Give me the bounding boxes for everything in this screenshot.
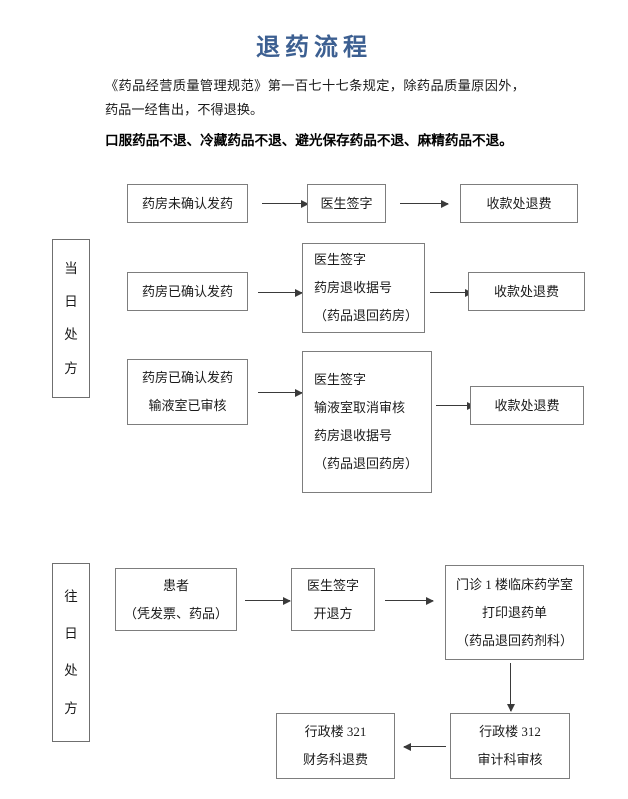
section-label-char: 日 <box>64 294 78 310</box>
section-label-char: 方 <box>64 360 78 376</box>
node-line: 输液室取消审核 <box>314 400 406 415</box>
flow-node-clinical-pharmacy-office[interactable]: 门诊 1 楼临床药学室 打印退药单 （药品退回药剂科） <box>445 565 584 660</box>
node-line: 医生签字 <box>306 577 359 593</box>
node-line: 财务科退费 <box>302 752 368 767</box>
section-label-char: 日 <box>64 626 78 642</box>
section-label-char: 处 <box>64 663 78 679</box>
node-line: （药品退回药房） <box>314 308 419 323</box>
flow-node-patient-with-invoice[interactable]: 患者 （凭发票、药品） <box>115 568 237 631</box>
arrow-right <box>430 288 473 297</box>
node-line: 打印退药单 <box>481 604 547 620</box>
arrow-down <box>506 663 515 712</box>
notice-text: 口服药品不退、冷藏药品不退、避光保存药品不退、麻精药品不退。 <box>105 133 513 148</box>
node-line: 审计科审核 <box>477 752 543 767</box>
node-line: 行政楼 312 <box>479 724 541 739</box>
node-line: 医生签字 <box>314 372 367 387</box>
flow-node-cashier-refund-2[interactable]: 收款处退费 <box>468 272 585 311</box>
section-label-char: 处 <box>64 327 78 343</box>
arrow-right <box>245 596 291 605</box>
arrow-right <box>400 199 449 208</box>
node-line: 收款处退费 <box>486 195 552 211</box>
flow-node-doctor-signature-1[interactable]: 医生签字 <box>307 184 386 223</box>
page-title: 退药流程 <box>256 33 372 61</box>
node-line: 开退方 <box>313 605 353 621</box>
flow-node-pharmacy-not-confirmed[interactable]: 药房未确认发药 <box>127 184 248 223</box>
node-line: 医生签字 <box>314 252 367 267</box>
node-line: 收款处退费 <box>493 283 559 299</box>
node-line: 门诊 1 楼临床药学室 <box>455 576 573 592</box>
node-line: （凭发票、药品） <box>123 605 228 621</box>
node-line: 行政楼 321 <box>304 724 367 739</box>
arrow-left <box>403 742 446 751</box>
flow-node-doctor-sign-cancel-review[interactable]: 医生签字 输液室取消审核 药房退收据号 （药品退回药房） <box>302 351 432 493</box>
node-line: 药房已确认发药 <box>141 370 233 385</box>
section-label-char: 当 <box>64 260 78 276</box>
section-label-char: 方 <box>64 700 78 716</box>
node-line: 药房已确认发药 <box>141 283 233 299</box>
node-line: 医生签字 <box>320 195 373 211</box>
flow-node-cashier-refund-1[interactable]: 收款处退费 <box>460 184 578 223</box>
flow-node-cashier-refund-3[interactable]: 收款处退费 <box>470 386 584 425</box>
section-label-char: 往 <box>64 588 78 604</box>
node-line: 收款处退费 <box>494 397 560 413</box>
node-line: 患者 <box>162 577 189 593</box>
section-label-past: 往 日 处 方 <box>52 563 90 742</box>
flow-node-doctor-sign-receipt-return[interactable]: 医生签字 药房退收据号 （药品退回药房） <box>302 243 425 333</box>
flow-node-pharmacy-confirmed[interactable]: 药房已确认发药 <box>127 272 248 311</box>
flow-node-doctor-sign-return-prescription[interactable]: 医生签字 开退方 <box>291 568 375 631</box>
intro-paragraph: 《药品经营质量管理规范》第一百七十七条规定，除药品质量原因外，药品一经售出，不得… <box>105 78 525 117</box>
arrow-right <box>385 596 434 605</box>
arrow-right <box>258 388 303 397</box>
node-line: 输液室已审核 <box>148 398 227 413</box>
node-line: 药房未确认发药 <box>141 195 233 211</box>
arrow-right <box>262 199 309 208</box>
flow-node-pharmacy-confirmed-infusion-reviewed[interactable]: 药房已确认发药 输液室已审核 <box>127 359 248 425</box>
flow-node-finance-office-321[interactable]: 行政楼 321 财务科退费 <box>276 713 395 779</box>
node-line: （药品退回药房） <box>314 456 419 471</box>
arrow-right <box>436 401 475 410</box>
flow-node-audit-office-312[interactable]: 行政楼 312 审计科审核 <box>450 713 570 779</box>
node-line: （药品退回药剂科） <box>455 632 573 648</box>
arrow-right <box>258 288 303 297</box>
node-line: 药房退收据号 <box>314 428 393 443</box>
node-line: 药房退收据号 <box>314 280 393 295</box>
section-label-today: 当 日 处 方 <box>52 239 90 398</box>
